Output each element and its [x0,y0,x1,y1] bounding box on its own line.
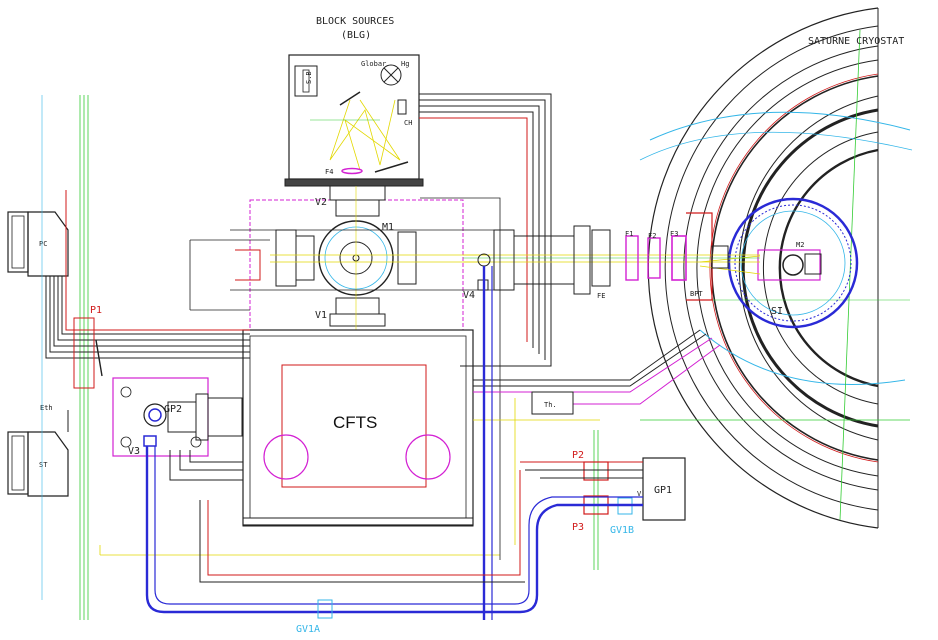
ch-label: CH [404,119,412,127]
gv1b-label: GV1B [610,525,634,536]
m1-label: M1 [382,222,394,233]
cfts-label: CFTS [333,413,377,432]
st-device [7,431,69,497]
hg-label: Hg [401,60,409,68]
cryostat-label: SATURNE CRYOSTAT [808,36,904,47]
title: BLOCK SOURCES [316,16,394,27]
f1-label: F1 [625,230,633,238]
interferometer-head [189,185,500,331]
cfts-chassis [242,329,474,527]
globar-label: Globar [361,60,386,68]
right-cables [473,329,721,545]
f2-label: F2 [648,232,656,240]
gv1a-label: GV1A [296,624,320,635]
v-mark-label: V [637,490,642,498]
detector-chamber [699,197,859,329]
left-cables [41,95,501,620]
v4-label: V4 [463,290,475,301]
p3-label: P3 [572,522,584,533]
p2-label: P2 [572,450,584,461]
pc-label: PC [39,240,47,248]
gp2-label: GP2 [164,404,182,415]
cable-bundle-top [419,93,552,367]
pc-device [7,211,69,277]
m2-label: M2 [796,241,804,249]
block-sources-box [284,54,424,187]
vacuum-lines [145,266,643,620]
th-label: Th. [544,401,557,409]
v3-label: V3 [128,446,140,457]
f3-label: F3 [670,230,678,238]
bpt-label: BPT [690,290,703,298]
gp1-label: GP1 [654,485,672,496]
gp2-assembly [112,377,243,457]
gp1-assembly [520,430,686,570]
v2-label: V2 [315,197,327,208]
fe-label: FE [597,292,605,300]
saturne-cryostat [639,7,913,529]
si-label: SI [771,306,783,317]
f4-label: F4 [325,168,333,176]
subtitle: (BLG) [341,30,371,41]
v1-label: V1 [315,310,327,321]
p1-label: P1 [90,305,102,316]
eth-label: Eth [40,404,53,412]
beam-path [463,212,760,301]
bottom-red-lines [169,450,525,583]
st-label: ST [39,461,48,469]
sb-label: S.B [305,71,313,84]
